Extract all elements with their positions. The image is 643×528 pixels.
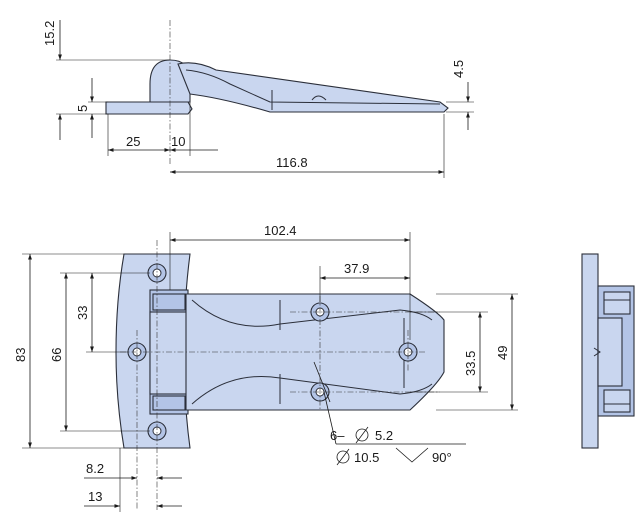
countersink-angle: 90°	[432, 450, 452, 465]
hole-diameter: 5.2	[375, 428, 393, 443]
dim-4-5: 4.5	[451, 60, 466, 78]
dim-13: 13	[88, 489, 102, 504]
hole-callout: 6– 5.2 10.5 90°	[313, 361, 466, 466]
dim-83: 83	[13, 348, 28, 362]
top-leaf	[177, 62, 449, 113]
dim-5: 5	[75, 105, 90, 112]
dim-49: 49	[495, 346, 510, 360]
countersink-icon	[395, 447, 429, 463]
dim-15-2: 15.2	[42, 21, 57, 46]
dim-10: 10	[171, 134, 185, 149]
end-base-plate	[581, 253, 599, 449]
dim-33-5: 33.5	[463, 351, 478, 376]
top-view: 15.2 5 4.5 25 10 116.8	[42, 20, 474, 178]
dim-37-9: 37.9	[344, 261, 369, 276]
dim-66: 66	[49, 348, 64, 362]
end-view	[581, 253, 635, 449]
front-leaf	[185, 293, 445, 411]
dim-102-4: 102.4	[264, 223, 297, 238]
dim-33: 33	[75, 306, 90, 320]
front-view: 102.4 37.9 83 66 33 33.5 49 8.2	[13, 223, 518, 512]
dim-8-2: 8.2	[86, 461, 104, 476]
dim-116-8: 116.8	[276, 155, 308, 170]
diameter-icon	[355, 428, 369, 442]
dim-25: 25	[126, 134, 140, 149]
countersink-diameter: 10.5	[354, 450, 379, 465]
hole-count: 6–	[330, 428, 345, 443]
top-base-plate	[105, 101, 193, 115]
diameter-icon-2	[336, 450, 350, 464]
